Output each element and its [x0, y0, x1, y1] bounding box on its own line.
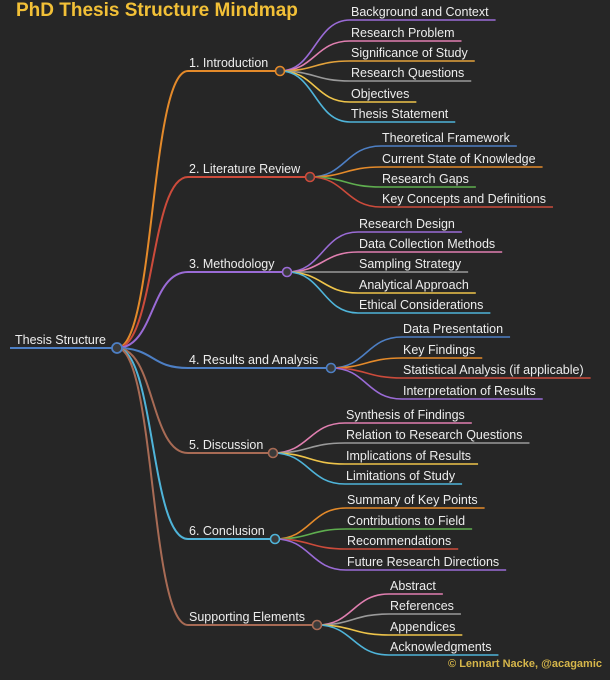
branch-3-connector — [116, 271, 189, 349]
branch-4-leaf-label: Statistical Analysis (if applicable) — [403, 363, 584, 377]
branch-3-leaf-label: Data Collection Methods — [359, 237, 495, 251]
branch-6-leaf-connector — [274, 538, 347, 571]
branch-5-leaf-label: Synthesis of Findings — [346, 408, 465, 422]
branch-5-node[interactable] — [267, 447, 279, 459]
branch-5-label: 5. Discussion — [189, 438, 263, 452]
branch-4-node[interactable] — [325, 362, 337, 374]
branch-1-leaf-label: Objectives — [351, 87, 409, 101]
branch-3-leaf-connector — [286, 251, 359, 273]
branch-3-leaf-label: Research Design — [359, 217, 455, 231]
branch-2-node[interactable] — [304, 171, 316, 183]
branch-1-leaf-connector — [279, 19, 351, 72]
branch-7-leaf-label: Appendices — [390, 620, 455, 634]
branch-5-leaf-label: Implications of Results — [346, 449, 471, 463]
branch-6-leaf-label: Recommendations — [347, 534, 451, 548]
branch-5-leaf-connector — [272, 452, 346, 485]
branch-3-leaf-connector — [286, 271, 359, 314]
branch-2-leaf-connector — [309, 176, 382, 208]
branch-4-connector — [116, 347, 189, 369]
branch-3-leaf-label: Sampling Strategy — [359, 257, 462, 271]
branch-4-leaf-label: Data Presentation — [403, 322, 503, 336]
branch-6-leaf-label: Future Research Directions — [347, 555, 499, 569]
branch-2-leaf-label: Research Gaps — [382, 172, 469, 186]
branch-1-connector — [116, 70, 189, 349]
branch-1-leaf-connector — [279, 70, 351, 123]
branch-6-connector — [116, 347, 189, 540]
branch-6-node[interactable] — [269, 533, 281, 545]
root-label: Thesis Structure — [15, 333, 106, 347]
branch-1-label: 1. Introduction — [189, 56, 268, 70]
branch-6-leaf-label: Contributions to Field — [347, 514, 465, 528]
branch-3-label: 3. Methodology — [189, 257, 275, 271]
branch-4-leaf-label: Key Findings — [403, 343, 475, 357]
branch-1-leaf-label: Background and Context — [351, 5, 489, 19]
branch-5-leaf-label: Relation to Research Questions — [346, 428, 522, 442]
branch-7-leaf-connector — [316, 624, 390, 656]
branch-7-leaf-label: References — [390, 599, 454, 613]
branch-2-leaf-label: Theoretical Framework — [382, 131, 511, 145]
branch-1-leaf-label: Research Questions — [351, 66, 464, 80]
branch-2-label: 2. Literature Review — [189, 162, 301, 176]
branch-2-connector — [116, 176, 189, 349]
branch-3-leaf-connector — [286, 271, 359, 294]
branch-7-leaf-label: Abstract — [390, 579, 436, 593]
branch-1-leaf-label: Significance of Study — [351, 46, 468, 60]
branch-7-connector — [116, 347, 189, 626]
branch-7-node[interactable] — [311, 619, 323, 631]
branch-3-leaf-label: Ethical Considerations — [359, 298, 483, 312]
branch-3-node[interactable] — [281, 266, 293, 278]
root-node[interactable] — [111, 342, 123, 354]
branch-6-label: 6. Conclusion — [189, 524, 265, 538]
branch-1-leaf-label: Thesis Statement — [351, 107, 449, 121]
branch-4-leaf-label: Interpretation of Results — [403, 384, 536, 398]
branch-1-node[interactable] — [274, 65, 286, 77]
branch-7-leaf-connector — [316, 593, 390, 626]
branch-2-leaf-label: Current State of Knowledge — [382, 152, 536, 166]
credit-text: © Lennart Nacke, @acagamic — [448, 658, 602, 670]
branch-4-leaf-connector — [330, 367, 403, 400]
branch-5-leaf-label: Limitations of Study — [346, 469, 456, 483]
branch-2-leaf-label: Key Concepts and Definitions — [382, 192, 546, 206]
page-title: PhD Thesis Structure Mindmap — [16, 0, 298, 21]
branch-7-label: Supporting Elements — [189, 610, 305, 624]
branch-5-connector — [116, 347, 189, 454]
branch-4-label: 4. Results and Analysis — [189, 353, 318, 367]
branch-7-leaf-label: Acknowledgments — [390, 640, 491, 654]
branch-3-leaf-label: Analytical Approach — [359, 278, 469, 292]
branch-1-leaf-label: Research Problem — [351, 26, 455, 40]
branch-6-leaf-label: Summary of Key Points — [347, 493, 478, 507]
